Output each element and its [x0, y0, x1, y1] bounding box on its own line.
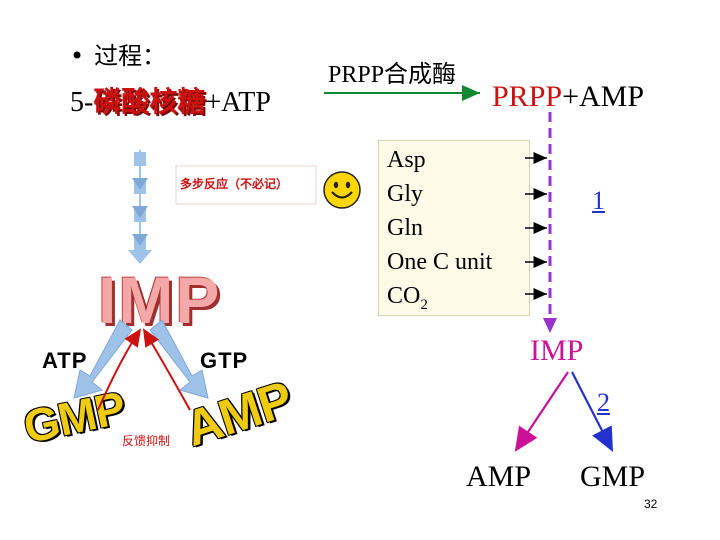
cartoon-atp: ATP	[42, 348, 88, 373]
precursor-one-c-unit: One C unit	[387, 249, 493, 275]
substrate-label: 5-磷酸核糖+ATP	[70, 80, 271, 120]
note-frame	[175, 165, 317, 205]
amp-feedback-arrow	[142, 328, 191, 411]
smiley-face-icon	[323, 171, 361, 209]
heading-text: 过程：	[94, 42, 167, 70]
precursor-box: Asp Gly Gln One C unit CO2	[378, 140, 530, 316]
page-number: 32	[644, 497, 658, 511]
precursor-gly: Gly	[387, 181, 423, 207]
imp-to-gmp-arrow	[571, 371, 614, 452]
prpp-to-imp-arrowhead	[543, 318, 557, 333]
bullet-marker: •	[70, 42, 85, 70]
imp-to-amp-block-arrow	[149, 319, 209, 399]
amp-node: AMP	[466, 460, 532, 493]
product-label: PRPP+AMP	[492, 80, 644, 114]
step-2-link[interactable]: 2	[597, 388, 610, 417]
product-prpp: PRPP	[492, 80, 563, 113]
precursor-co2-main: CO	[387, 283, 421, 309]
imp-node: IMP	[530, 334, 584, 367]
gmp-node: GMP	[580, 460, 646, 493]
cartoon-note: 多步反应（不必记）	[180, 177, 289, 191]
enzyme-label: PRPP合成酶	[328, 62, 457, 88]
bullet-heading: • 过程：	[70, 36, 166, 71]
cartoon-gtp: GTP	[200, 348, 249, 373]
gmp-feedback-arrow	[97, 328, 142, 411]
substrate-prefix: 5-	[70, 87, 94, 118]
cartoon-feedback-inhibition: 反馈抑制	[122, 434, 171, 448]
precursor-gln: Gln	[387, 215, 423, 241]
precursor-co2: CO2	[387, 283, 428, 314]
product-rest: +AMP	[562, 80, 645, 113]
multi-step-arrow-center	[132, 150, 148, 262]
precursor-asp: Asp	[387, 147, 426, 173]
precursor-co2-subscript: 2	[420, 296, 428, 313]
substrate-ribose-phosphate: 磷酸核糖	[93, 87, 206, 118]
step-1-link[interactable]: 1	[592, 186, 605, 215]
substrate-suffix: +ATP	[205, 87, 271, 118]
imp-to-amp-arrow	[514, 371, 569, 452]
